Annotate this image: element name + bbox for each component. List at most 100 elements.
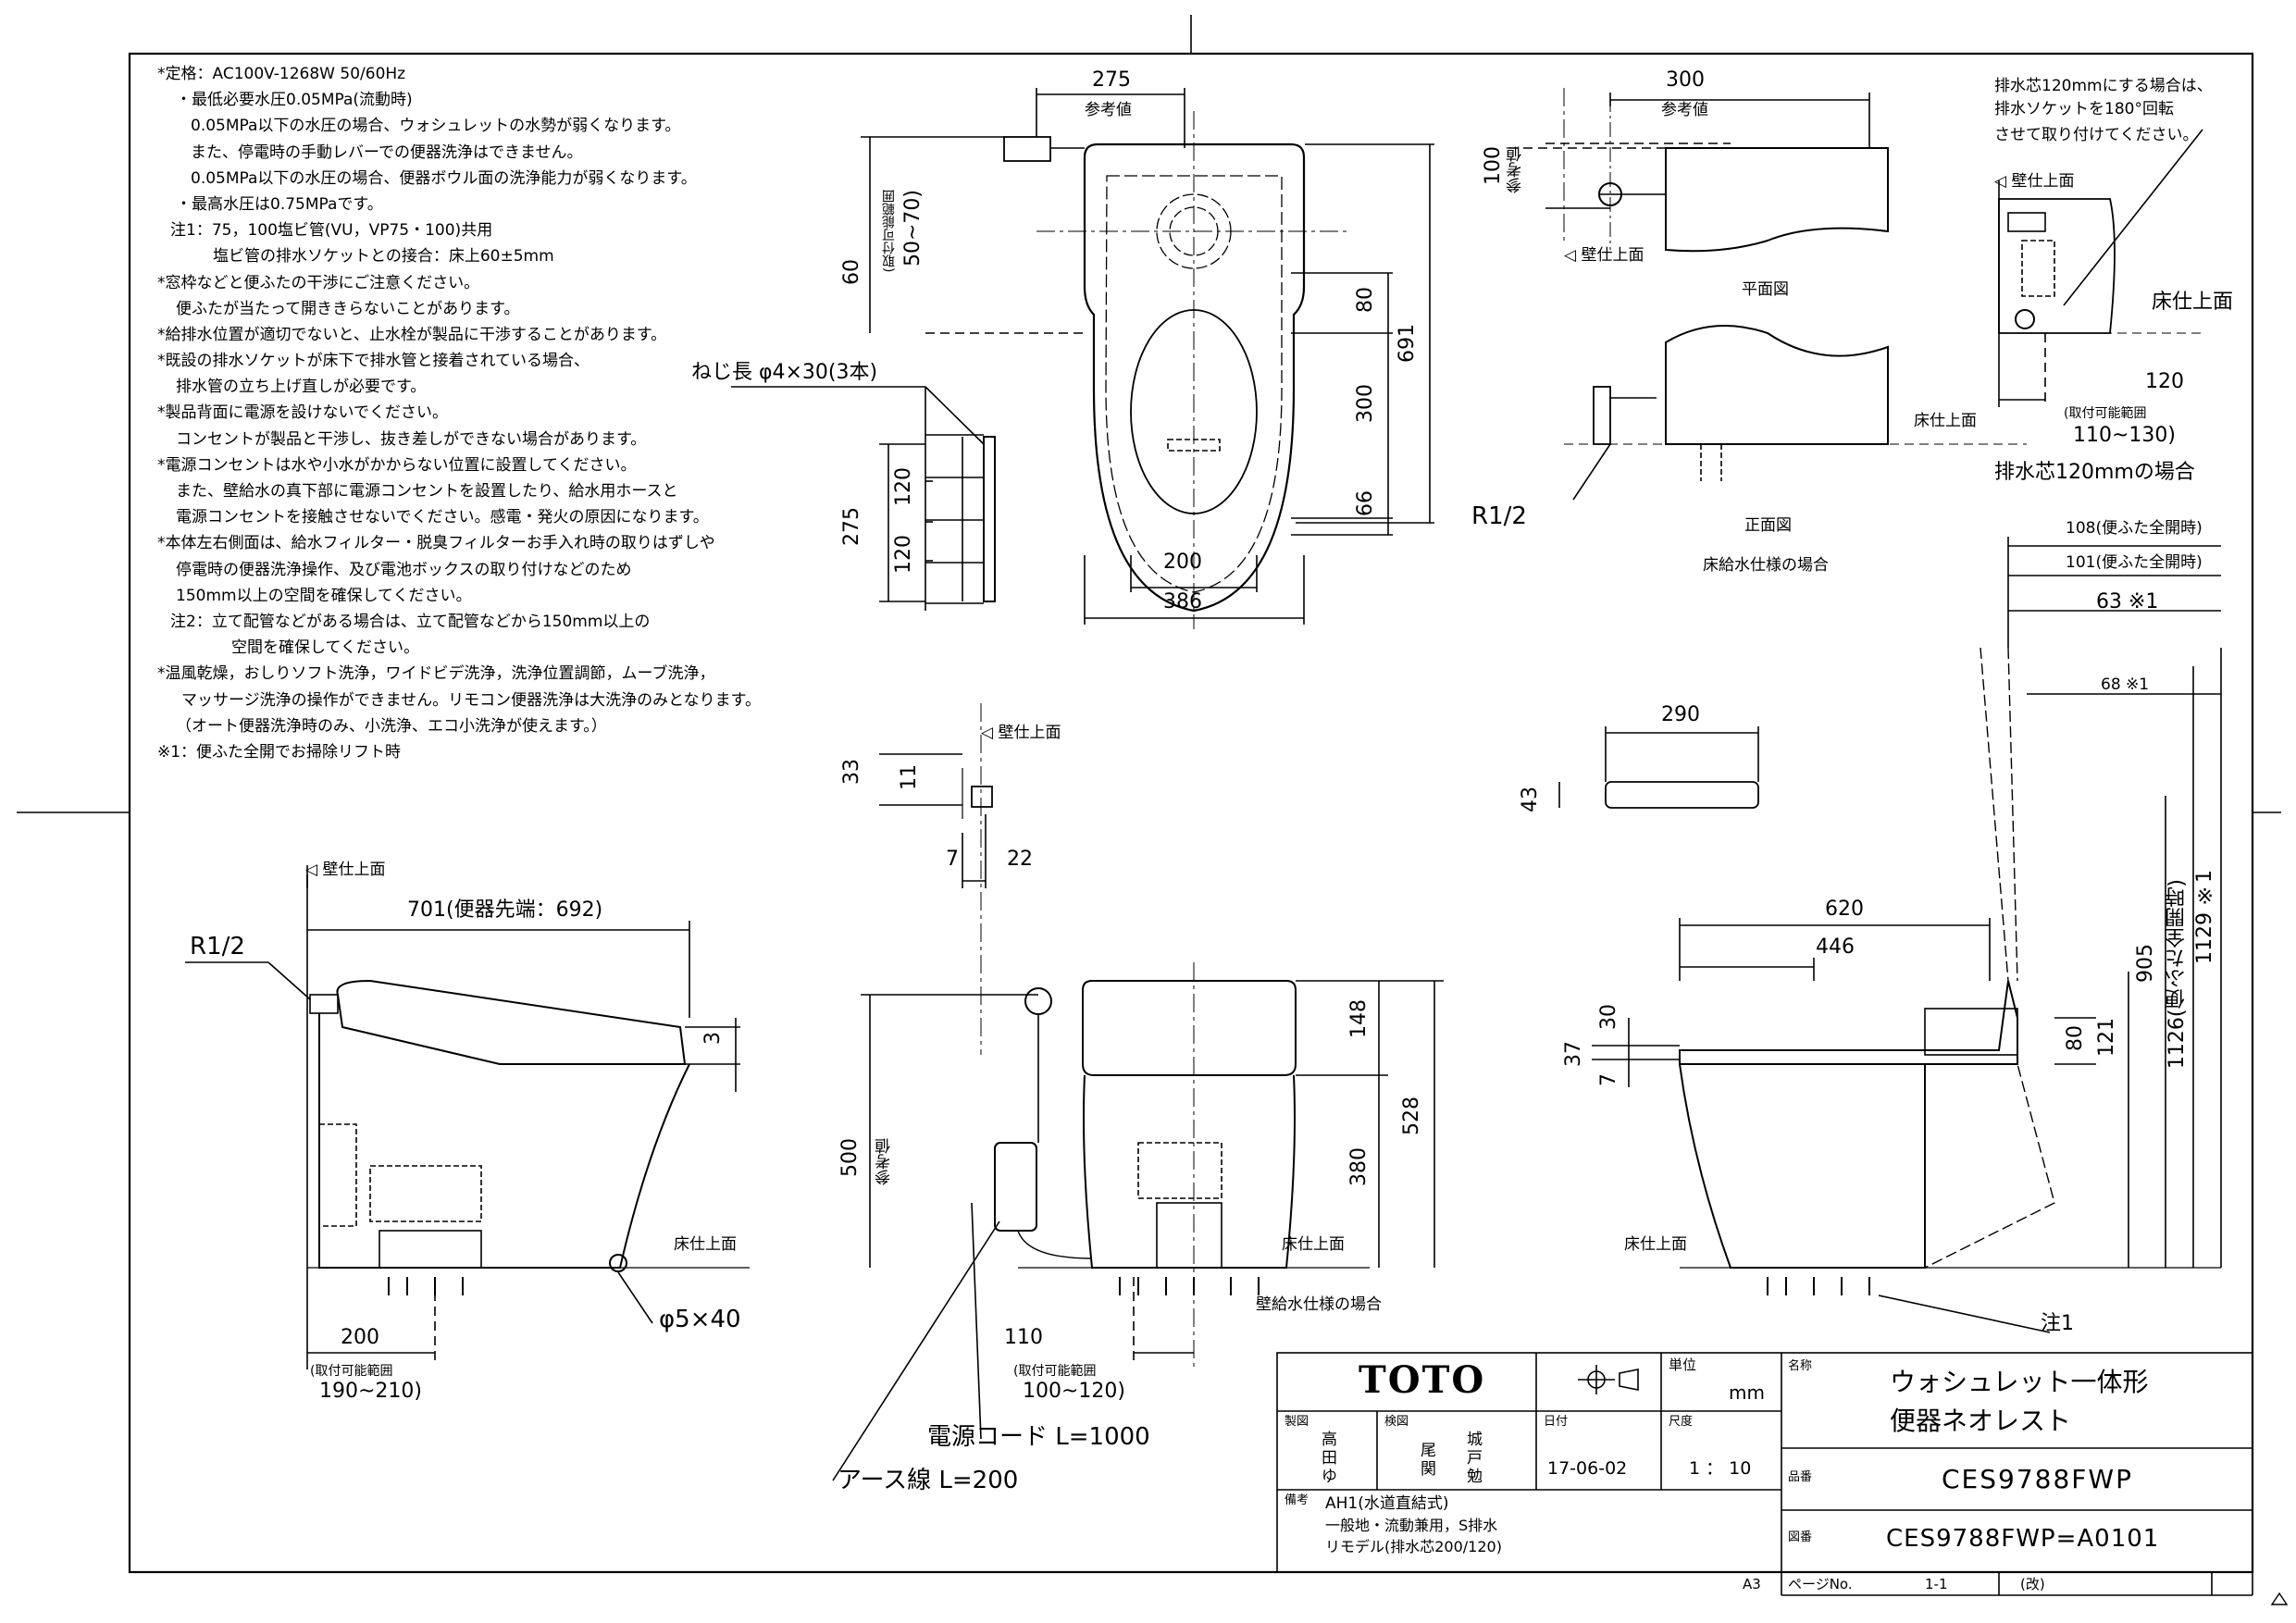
remote-dim-7: 7 <box>946 848 959 871</box>
notes-block: *定格：AC100V-1268W 50/60Hz ・最低必要水圧0.05MPa(… <box>157 61 861 765</box>
unit-label: 単位 <box>1669 1357 1697 1373</box>
note-line: 排水管の立ち上げ直しが必要です。 <box>176 378 427 397</box>
revision-triangle-icon <box>2270 1592 2289 1605</box>
kenzu-b: 関 <box>1421 1460 1436 1479</box>
note-line: *窓枠などと便ふたの干渉にご注意ください。 <box>157 273 480 292</box>
drain-wall-face: ◁ 壁仕上面 <box>1994 172 2075 191</box>
note-line: 塩ビ管の排水ソケットとの接合：床上60±5mm <box>213 247 554 266</box>
dim-386: 386 <box>1163 590 1202 613</box>
right-dim-80: 80 <box>2064 1025 2087 1051</box>
drain-note-2: 排水ソケットを180°回転 <box>1994 100 2174 118</box>
screw-label: ねじ長 φ4×30(3本) <box>691 361 878 384</box>
top-range-label: (取付可能範囲 <box>882 190 897 273</box>
dim-275b: 275 <box>840 507 863 546</box>
scale-label: 尺度 <box>1669 1415 1694 1429</box>
toto-logo: TOTO <box>1359 1358 1486 1402</box>
name-line-1: ウォシュレット一体形 <box>1890 1367 2149 1397</box>
right-dim-446: 446 <box>1816 935 1855 959</box>
note-line: コンセントが製品と干渉し、抜き差しができない場合があります。 <box>176 429 647 449</box>
right-dim-63: 63 ※1 <box>2096 590 2159 613</box>
right-dim-30: 30 <box>1597 1004 1620 1030</box>
remarks-3: リモデル(排水芯200/120) <box>1325 1538 1502 1555</box>
kenzu-label: 検図 <box>1384 1415 1409 1429</box>
drain-note-1: 排水芯120mmにする場合は、 <box>1994 77 2213 95</box>
right-dim-7: 7 <box>1597 1073 1620 1086</box>
right-note1: 注1 <box>2041 1312 2074 1335</box>
note-line: （オート便器洗浄時のみ、小洗浄、エコ小洗浄が使えます。） <box>176 716 607 736</box>
part-number: CES9788FWP <box>1942 1464 2133 1494</box>
remarks-1: AH1(水道直結式) <box>1325 1494 1449 1513</box>
dim-200: 200 <box>1163 551 1202 574</box>
note-line: 0.05MPa以下の水圧の場合、便器ボウル面の洗浄能力が弱くなります。 <box>191 168 697 188</box>
side-wall-face-text: 壁仕上面 <box>322 861 386 879</box>
seizu-b: 田 <box>1322 1449 1337 1468</box>
note-line: *温風乾燥，おしりソフト洗浄，ワイドビデ洗浄，洗浄位置調節，ムーブ洗浄， <box>157 664 715 684</box>
right-dim-1129: 1129 ※1 <box>2193 870 2216 964</box>
dim-120b: 120 <box>892 535 915 574</box>
dim-691: 691 <box>1396 324 1419 363</box>
page-number: 1-1 <box>1925 1576 1948 1592</box>
drain-range-value: 110~130) <box>2073 424 2176 447</box>
side-dim-200: 200 <box>341 1326 379 1349</box>
plan-floor-face: 床仕上面 <box>1914 412 1977 430</box>
right-dim-108: 108(便ふた全開時) <box>2066 519 2203 538</box>
front-dim-380: 380 <box>1347 1147 1371 1186</box>
right-dim-620: 620 <box>1825 898 1864 921</box>
plan-wall-face-text: 壁仕上面 <box>1581 246 1644 265</box>
note-line: 0.05MPa以下の水圧の場合、ウォシュレットの水勢が弱くなります。 <box>191 117 681 136</box>
kenzu-a: 尾 <box>1421 1442 1436 1460</box>
drain-caption: 排水芯120mmの場合 <box>1994 461 2195 484</box>
scale-value: 1 ： 10 <box>1689 1458 1752 1479</box>
kenzu-d: 戸 <box>1467 1449 1483 1468</box>
remote-dim-290: 290 <box>1661 703 1700 726</box>
note-line: 空間を確保してください。 <box>231 638 419 658</box>
remote-dim-11: 11 <box>898 764 921 790</box>
right-floor-face: 床仕上面 <box>1624 1235 1687 1254</box>
seizu-a: 高 <box>1322 1431 1337 1449</box>
drain-floor-face: 床仕上面 <box>2152 291 2234 314</box>
side-range-value: 190~210) <box>319 1380 422 1403</box>
dim-60: 60 <box>840 259 863 285</box>
right-dim-101: 101(便ふた全開時) <box>2066 553 2203 572</box>
note-line: *製品背面に電源を設けないでください。 <box>157 403 448 423</box>
remarks-2: 一般地・流動兼用，S排水 <box>1325 1517 1498 1534</box>
drain-range-label: (取付可能範囲 <box>2064 406 2147 421</box>
title-block <box>1276 1352 2253 1596</box>
front-dim-148: 148 <box>1347 999 1371 1038</box>
plan-r12: R1/2 <box>1471 502 1527 530</box>
remote-wall-face: ◁ 壁仕上面 <box>981 724 1061 742</box>
front-view <box>832 962 1444 1481</box>
side-wall-face: ◁ 壁仕上面 <box>305 861 386 879</box>
note-line: 電源コンセントを接触させないでください。感電・発火の原因になります。 <box>176 508 709 527</box>
side-view <box>185 865 750 1369</box>
remote-dim-43: 43 <box>1519 787 1542 812</box>
note-line: ・最低必要水圧0.05MPa(流動時) <box>176 91 413 110</box>
drain-120-view <box>1998 129 2203 407</box>
side-floor-face: 床仕上面 <box>674 1235 737 1254</box>
plan-dim-300: 300 <box>1666 68 1705 92</box>
note-line: *本体左右側面は、給水フィルター・脱臭フィルターお手入れ時の取りはずしや <box>157 534 715 553</box>
dim-275-ref: 参考値 <box>1085 101 1132 119</box>
seizu-label: 製図 <box>1285 1415 1309 1429</box>
side-dim-701: 701(便器先端：692) <box>407 898 603 922</box>
date-label: 日付 <box>1544 1415 1569 1429</box>
note-line: マッサージ洗浄の操作ができません。リモコン便器洗浄は大洗浄のみとなります。 <box>181 690 761 710</box>
plan-dim-100-ref: 参考値 <box>1507 146 1525 193</box>
revision-label: (改) <box>2020 1576 2045 1592</box>
dim-66: 66 <box>1354 490 1377 516</box>
seizu-c: ゆ <box>1322 1468 1337 1486</box>
remote-controller <box>879 703 1759 1055</box>
note-line: *給排水位置が適切でないと、止水栓が製品に干渉することがあります。 <box>157 325 667 344</box>
right-dim-905: 905 <box>2134 944 2157 983</box>
front-range-value: 100~120) <box>1023 1380 1125 1403</box>
right-dim-68: 68 ※1 <box>2101 675 2150 694</box>
front-dim-500: 500 <box>838 1138 862 1177</box>
side-r12: R1/2 <box>190 933 245 960</box>
front-dim-500-ref: 参考値 <box>875 1138 894 1185</box>
front-dim-528: 528 <box>1400 1096 1423 1135</box>
side-screw: φ5×40 <box>659 1306 741 1333</box>
front-range-label: (取付可能範囲 <box>1013 1364 1097 1379</box>
right-dim-121: 121 <box>2095 1018 2118 1057</box>
